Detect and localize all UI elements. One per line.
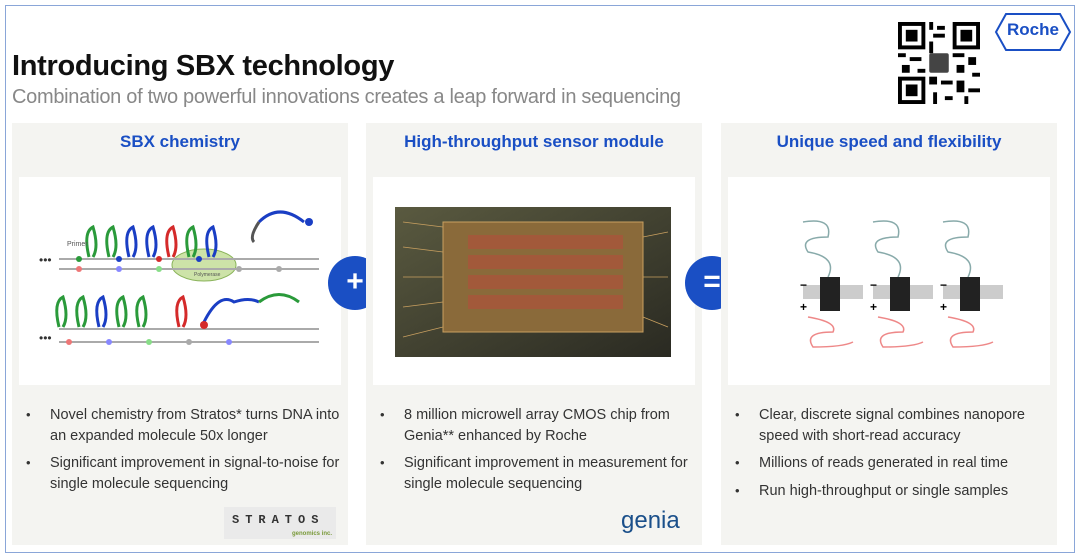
bullet-item: 8 million microwell array CMOS chip from… — [380, 405, 696, 446]
bullet-text: Run high-throughput or single samples — [759, 482, 1009, 499]
svg-text:•••: ••• — [39, 331, 52, 345]
polymerase-label: Polymerase — [194, 272, 221, 278]
sbx-chemistry-diagram: ••• ••• Primer Polymerase — [19, 177, 341, 385]
svg-text:−: − — [800, 278, 807, 292]
stratos-logo-sub: genomics inc. — [291, 531, 332, 537]
primer-label: Primer — [67, 241, 88, 248]
bullet-text: Clear, discrete signal combines nanopore… — [759, 407, 1025, 444]
bullet-item: Run high-throughput or single samples — [735, 481, 1051, 502]
bullet-text: Millions of reads generated in real time — [759, 455, 1009, 471]
bullet-list: Novel chemistry from Stratos* turns DNA … — [26, 405, 342, 501]
page-title: Introducing SBX technology — [12, 50, 395, 82]
panel-sbx-chemistry: SBX chemistry — [12, 123, 348, 545]
bullet-list: 8 million microwell array CMOS chip from… — [380, 405, 696, 501]
page-subtitle: Combination of two powerful innovations … — [12, 86, 681, 108]
panel-speed-flexibility: Unique speed and flexibility − + Clear, … — [721, 123, 1057, 545]
bullet-text: Significant improvement in measurement f… — [404, 455, 688, 492]
panel-title: Unique speed and flexibility — [776, 132, 1002, 151]
sensor-chip-photo — [373, 177, 695, 385]
bullet-text: 8 million microwell array CMOS chip from… — [404, 407, 670, 444]
bullet-item: Significant improvement in signal-to-noi… — [26, 453, 342, 494]
panel-title: SBX chemistry — [120, 132, 240, 151]
bullet-text: Novel chemistry from Stratos* turns DNA … — [50, 407, 340, 444]
roche-logo — [994, 13, 1072, 51]
panel-title: High-throughput sensor module — [404, 132, 664, 151]
slide-frame — [5, 5, 1075, 553]
svg-text:+: + — [800, 300, 807, 314]
qr-code[interactable] — [898, 22, 980, 104]
bullet-item: Novel chemistry from Stratos* turns DNA … — [26, 405, 342, 446]
stratos-logo-text: STRATOS — [232, 513, 325, 527]
roche-logo-text: Roche — [1007, 20, 1059, 39]
panel-sensor-module: High-throughput sensor module 8 million … — [366, 123, 702, 545]
svg-text:•••: ••• — [39, 253, 52, 267]
genia-logo: genia — [621, 507, 680, 534]
bullet-item: Millions of reads generated in real time — [735, 453, 1051, 474]
bullet-list: Clear, discrete signal combines nanopore… — [735, 405, 1051, 508]
nanopore-diagram: − + — [728, 177, 1050, 385]
bullet-item: Significant improvement in measurement f… — [380, 453, 696, 494]
bullet-text: Significant improvement in signal-to-noi… — [50, 455, 340, 492]
bullet-item: Clear, discrete signal combines nanopore… — [735, 405, 1051, 446]
stratos-logo: STRATOS genomics inc. — [224, 507, 336, 539]
